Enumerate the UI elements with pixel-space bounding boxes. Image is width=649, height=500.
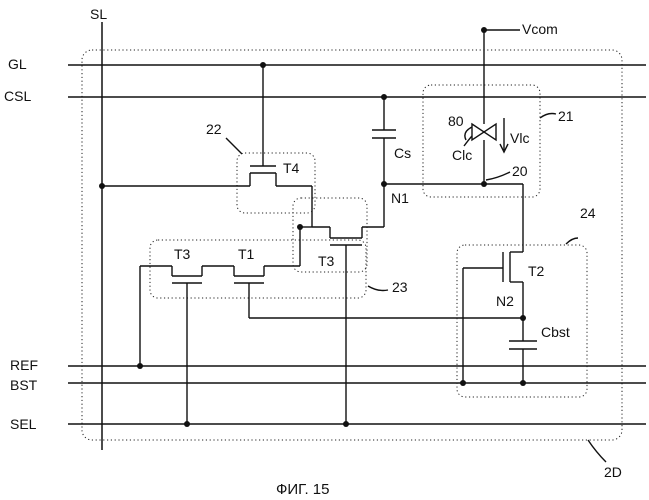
t3l-sel-dot [184,421,190,427]
ref-22-label: 22 [206,121,222,137]
sl-label: SL [90,6,107,22]
ref-21-label: 21 [558,108,574,124]
ref-2d-label: 2D [604,464,622,480]
ref-24-leader [566,238,578,244]
t3-left-label: T3 [174,246,191,262]
vlc-label: Vlc [510,130,529,146]
ref-22-leader [226,138,242,154]
ref-label: REF [10,357,38,373]
bst-label: BST [10,377,38,393]
ref-80-label: 80 [448,113,464,129]
ref-23-label: 23 [392,279,408,295]
t3r-sel-dot [343,421,349,427]
ref-24-label: 24 [580,205,596,221]
figure-caption: ФИГ. 15 [276,481,330,498]
ref-21-leader [540,114,556,119]
t2-bst-dot [460,380,466,386]
t4-label: T4 [283,160,300,176]
n1-label: N1 [391,190,409,206]
sel-label: SEL [10,416,37,432]
cbst-bst-dot [520,380,526,386]
ref-2d-leader [588,440,606,462]
gl-label: GL [8,56,27,72]
t1-label: T1 [238,246,255,262]
clc-label: Clc [452,147,472,163]
t3-right-label: T3 [318,253,335,269]
ref-20-label: 20 [512,163,528,179]
n2-label: N2 [496,293,514,309]
ref-20-leader [486,172,510,180]
t2-label: T2 [528,263,545,279]
cs-label: Cs [394,145,411,161]
ref-23-leader [368,286,388,291]
vcom-label: Vcom [522,21,558,37]
clc-element [472,124,496,140]
cbst-label: Cbst [541,324,570,340]
csl-label: CSL [4,88,31,104]
